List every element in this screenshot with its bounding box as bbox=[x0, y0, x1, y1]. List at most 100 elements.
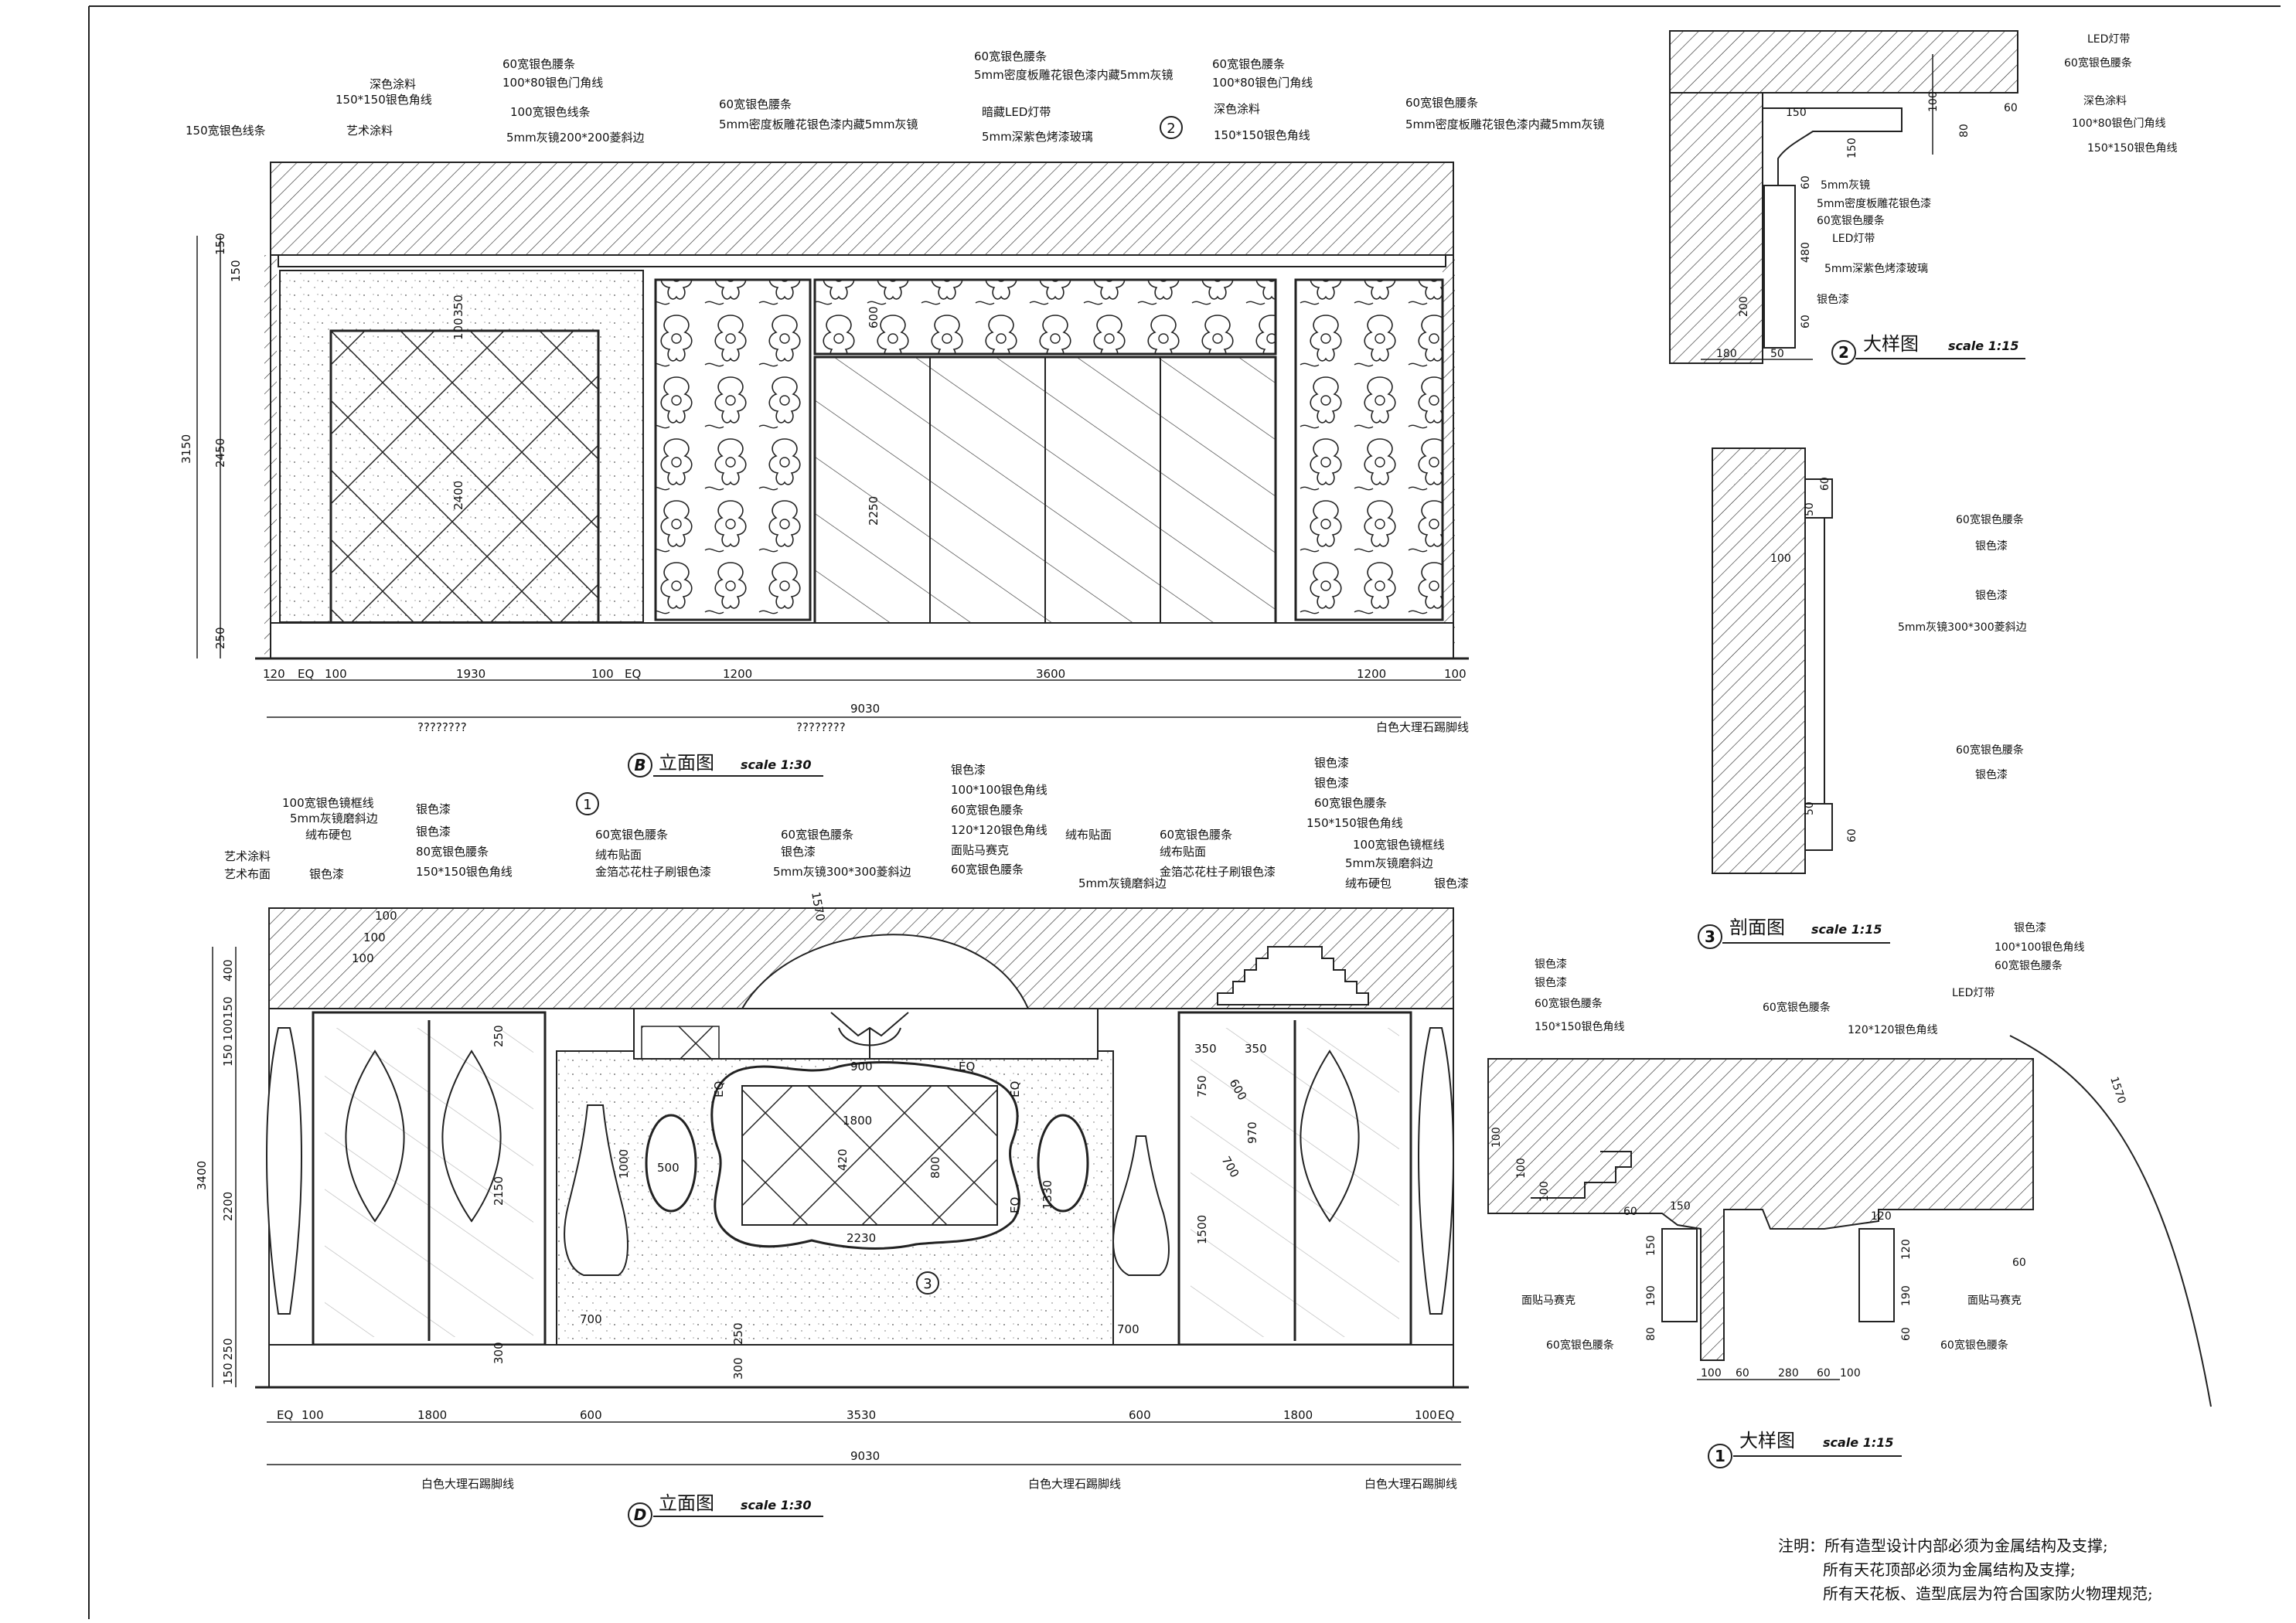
d-label: 金箔芯花柱子刷银色漆 bbox=[1160, 865, 1276, 879]
d-dim: 250 bbox=[731, 1322, 745, 1345]
s3-label: 银色漆 bbox=[1975, 539, 2008, 553]
s3-title-mark: 3 bbox=[1705, 927, 1715, 946]
d-label: 金箔芯花柱子刷银色漆 bbox=[595, 865, 711, 879]
b-label: 5mm深紫色烤漆玻璃 bbox=[982, 130, 1093, 144]
d-label: 100宽银色镜框线 bbox=[282, 796, 374, 810]
d1-label: 60宽银色腰条 bbox=[1940, 1339, 2008, 1352]
d1-label: 120*120银色角线 bbox=[1848, 1023, 1937, 1036]
s3-label: 银色漆 bbox=[1975, 589, 2008, 602]
b-dim: 2400 bbox=[451, 481, 465, 510]
d1-label: 面贴马赛克 bbox=[1521, 1295, 1576, 1307]
b-dim: 2250 bbox=[867, 496, 881, 526]
d-label: 绒布贴面 bbox=[1160, 845, 1206, 859]
d-mosaic-strip bbox=[641, 1026, 720, 1060]
b-label: 60宽银色腰条 bbox=[1405, 96, 1478, 110]
d1-dim: 120 bbox=[1900, 1239, 1913, 1260]
d-right-column bbox=[1112, 1135, 1170, 1276]
b-carved-right bbox=[1294, 278, 1444, 621]
d1-dim: 100 bbox=[1490, 1127, 1503, 1148]
d1-mosaic-left bbox=[1661, 1228, 1698, 1322]
d2-title-mark: 2 bbox=[1838, 343, 1849, 362]
d2-dims: 150 100 60 80 150 60 480 200 60 180 50 bbox=[1716, 91, 2018, 360]
d-dim: 2150 bbox=[492, 1176, 506, 1206]
s3-dims: 60 50 100 50 60 bbox=[1770, 477, 1858, 842]
d1-title-marker bbox=[1708, 1444, 1732, 1468]
note-line-1: 注明：所有造型设计内部必须为金属结构及支撑; bbox=[1778, 1536, 2108, 1555]
d-label: 银色漆 bbox=[416, 802, 451, 816]
s3-title: 剖面图 bbox=[1729, 917, 1785, 938]
b-label: 60宽银色腰条 bbox=[974, 49, 1047, 63]
s3-panel-top bbox=[1804, 478, 1833, 519]
b-title-marker bbox=[628, 753, 652, 777]
d1-label: 60宽银色腰条 bbox=[1763, 1001, 1831, 1014]
d-dim: 350 bbox=[1194, 1042, 1217, 1056]
d2-dim: 60 bbox=[1800, 315, 1812, 328]
d-skirting bbox=[268, 1344, 1454, 1388]
d-label: 60宽银色腰条 bbox=[951, 803, 1024, 817]
d2-label: 5mm深紫色烤漆玻璃 bbox=[1824, 262, 1928, 275]
d-dim: 420 bbox=[836, 1148, 850, 1171]
d-label: 绒布贴面 bbox=[595, 848, 642, 862]
d-bottom-label: 白色大理石踢脚线 bbox=[421, 1477, 514, 1491]
d-title: 立面图 bbox=[659, 1492, 714, 1514]
b-label: 5mm密度板雕花银色漆内藏5mm灰镜 bbox=[719, 117, 918, 131]
d1-dim: 120 bbox=[1871, 1210, 1892, 1223]
d-label: 绒布硬包 bbox=[305, 828, 352, 842]
d1-dim: 100 bbox=[1701, 1367, 1722, 1380]
d-label: 100*100银色角线 bbox=[951, 783, 1048, 797]
d-left-column bbox=[564, 1104, 629, 1276]
d2-dim: 50 bbox=[1770, 348, 1784, 360]
d1-dim: 80 bbox=[1645, 1327, 1657, 1341]
d-dim: 400 bbox=[221, 959, 235, 982]
d2-dim: 480 bbox=[1800, 242, 1812, 263]
b-dim: 1930 bbox=[456, 667, 485, 681]
d-dim: 970 bbox=[1245, 1121, 1259, 1144]
d-label: 银色漆 bbox=[951, 763, 986, 777]
d-right-cabinet-stairs bbox=[1217, 946, 1369, 1005]
d2-panel bbox=[1763, 185, 1796, 349]
d-detail-marker-3 bbox=[916, 1271, 939, 1295]
d-dim: 1800 bbox=[1283, 1408, 1313, 1422]
d-dim: 100 bbox=[1415, 1408, 1437, 1422]
d1-label: LED灯带 bbox=[1952, 987, 1995, 999]
d1-title: 大样图 bbox=[1739, 1430, 1795, 1451]
b-bottom-label: 白色大理石踢脚线 bbox=[1376, 720, 1469, 734]
d-dim: 100 bbox=[363, 931, 386, 944]
d2-title-marker bbox=[1831, 340, 1856, 365]
s3-scale: scale 1:15 bbox=[1811, 922, 1882, 937]
d1-dim: 100 bbox=[1515, 1158, 1528, 1179]
d-dim: EQ bbox=[1008, 1081, 1022, 1097]
b-dim: 100 bbox=[591, 667, 614, 681]
b-left-wall-hatch bbox=[264, 255, 277, 655]
d2-dim: 60 bbox=[2004, 102, 2018, 114]
d2-title-block: 2 大样图 scale 1:15 bbox=[1831, 333, 2025, 365]
d-dim: 600 bbox=[1129, 1408, 1151, 1422]
b-label: 5mm密度板雕花银色漆内藏5mm灰镜 bbox=[974, 68, 1174, 82]
b-detail-marker-2 bbox=[1160, 116, 1183, 139]
d-label: 5mm灰镜磨斜边 bbox=[1345, 856, 1433, 870]
b-label: 150宽银色线条 bbox=[186, 124, 266, 138]
b-label: 100*80银色门角线 bbox=[1212, 76, 1313, 90]
b-dim: 100 bbox=[1444, 667, 1467, 681]
d-dim: 350 bbox=[1245, 1042, 1267, 1056]
d1-title-block: 1 大样图 scale 1:15 bbox=[1708, 1430, 1902, 1468]
d-detail-marker-1 bbox=[576, 792, 599, 815]
b-label: 艺术涂料 bbox=[346, 124, 393, 138]
d-label: 银色漆 bbox=[416, 825, 451, 839]
d-dim: 700 bbox=[1117, 1322, 1139, 1336]
b-dim: 3150 bbox=[179, 434, 193, 464]
d-title-mark: D bbox=[634, 1506, 647, 1524]
d-bottom-label: 白色大理石踢脚线 bbox=[1364, 1477, 1457, 1491]
d2-title: 大样图 bbox=[1863, 333, 1919, 355]
s3-dim: 60 bbox=[1846, 829, 1858, 842]
b-skirting bbox=[270, 622, 1454, 659]
d1-dim: 1570 bbox=[2107, 1075, 2127, 1105]
b-ceiling-hatch bbox=[270, 162, 1454, 256]
s3-panel-bottom bbox=[1804, 803, 1833, 851]
d-dim: EQ bbox=[1008, 1197, 1022, 1213]
d1-label: 银色漆 bbox=[1535, 976, 1567, 989]
b-mirror-lattice bbox=[329, 329, 600, 624]
b-label: 5mm灰镜200*200菱斜边 bbox=[506, 131, 645, 145]
d-marker-3-text: 3 bbox=[923, 1276, 932, 1292]
